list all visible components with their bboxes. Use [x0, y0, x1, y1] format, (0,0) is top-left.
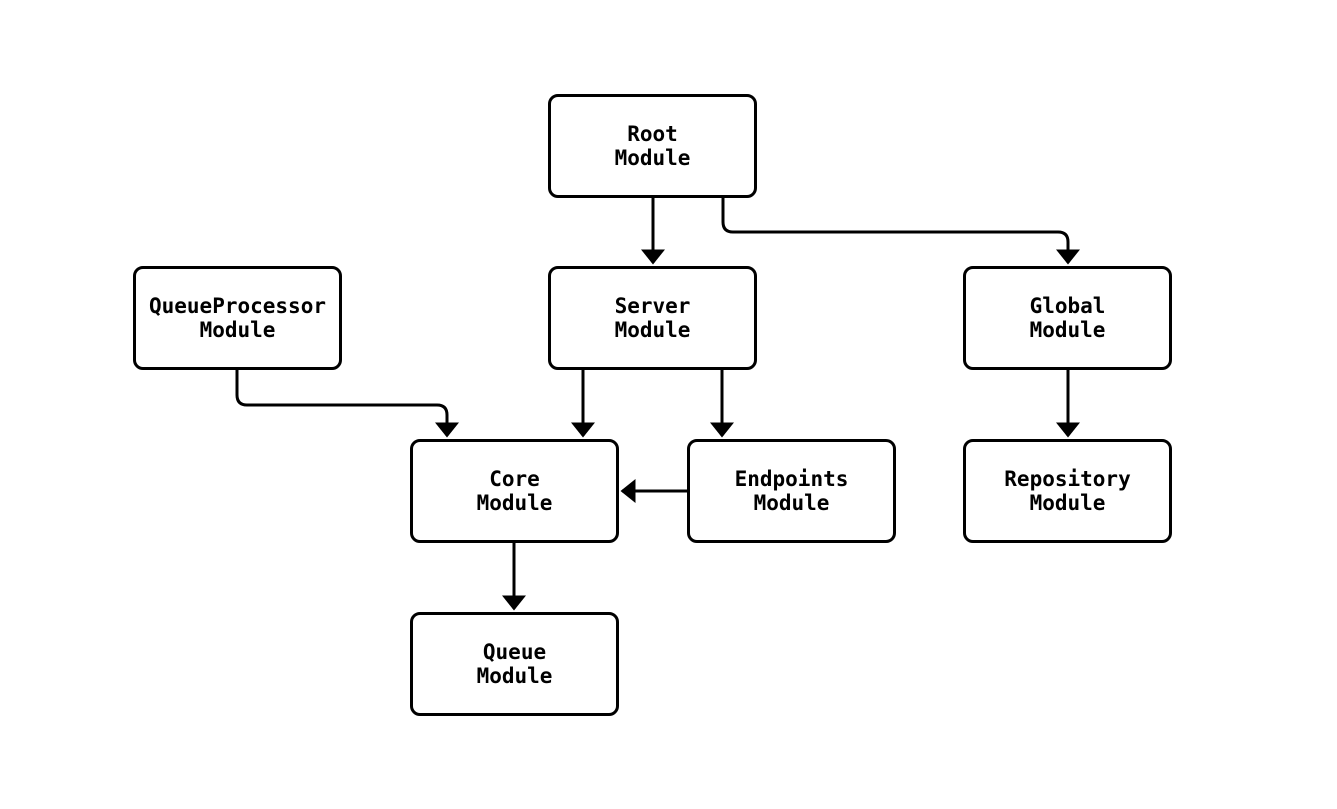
node-label-line: Module — [476, 491, 553, 515]
node-endpoints-module: Endpoints Module — [687, 439, 896, 543]
node-global-module: Global Module — [963, 266, 1172, 370]
edge-queueprocessor-to-core — [235, 370, 459, 438]
node-label-line: Global — [1029, 294, 1106, 318]
edge-root-to-global — [721, 198, 1080, 265]
node-root-module: Root Module — [548, 94, 757, 198]
node-repository-module: Repository Module — [963, 439, 1172, 543]
node-queue-module: Queue Module — [410, 612, 619, 716]
node-label-line: Repository — [1004, 467, 1131, 491]
node-label-line: Module — [614, 318, 691, 342]
node-label-line: Module — [614, 146, 691, 170]
node-queueprocessor-module: QueueProcessor Module — [133, 266, 342, 370]
node-server-module: Server Module — [548, 266, 757, 370]
node-label-line: Module — [1029, 491, 1106, 515]
node-label-line: Root — [627, 122, 678, 146]
node-core-module: Core Module — [410, 439, 619, 543]
node-label-line: QueueProcessor — [148, 294, 326, 318]
node-label-line: Endpoints — [734, 467, 849, 491]
node-label-line: Queue — [482, 640, 547, 664]
node-label-line: Module — [199, 318, 276, 342]
node-label-line: Module — [1029, 318, 1106, 342]
node-label-line: Server — [614, 294, 691, 318]
node-label-line: Module — [476, 664, 553, 688]
node-label-line: Core — [489, 467, 540, 491]
node-label-line: Module — [753, 491, 830, 515]
